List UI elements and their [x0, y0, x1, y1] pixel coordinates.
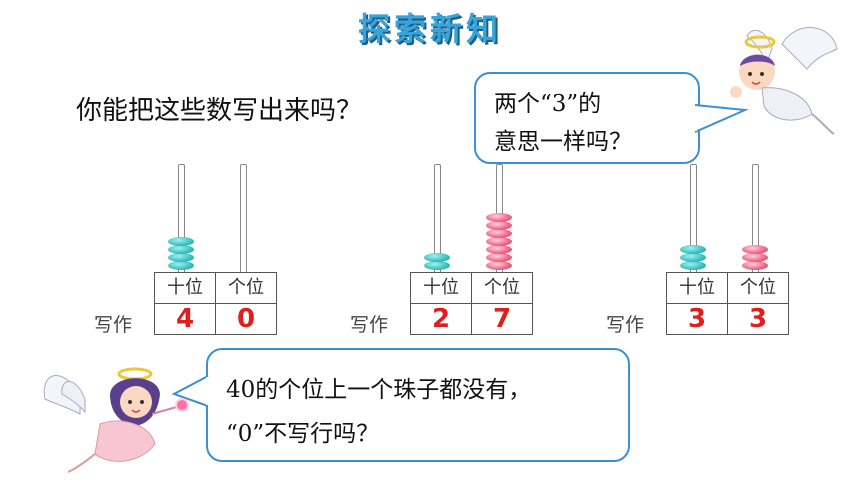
ones-header: 个位: [727, 272, 789, 304]
bubble-top-line-1: 两个“3”的: [494, 91, 602, 117]
bubble-top-line-2: 意思一样吗？: [494, 129, 632, 155]
ones-header: 个位: [215, 272, 277, 304]
abacus-bead: [424, 253, 450, 262]
abacus-bead: [168, 253, 194, 262]
ones-rod: [240, 164, 247, 274]
ones-digit: 7: [471, 303, 533, 335]
abacus-bead: [486, 221, 512, 230]
tens-digit: 2: [410, 303, 472, 335]
abacus-bead: [168, 245, 194, 254]
abacus-bead: [486, 229, 512, 238]
speech-bubble-top: 两个“3”的 意思一样吗？: [474, 72, 700, 164]
question-text: 你能把这些数写出来吗？: [76, 96, 363, 126]
ones-digit: 3: [727, 303, 789, 335]
abacus-2: 十位 个位 2 7: [410, 164, 540, 339]
abacus-1: 十位 个位 4 0: [154, 164, 284, 339]
abacus-bead: [680, 253, 706, 262]
ones-digit: 0: [215, 303, 277, 335]
write-label-1: 写作: [94, 314, 133, 336]
tens-digit: 4: [154, 303, 216, 335]
abacus-bead: [168, 261, 194, 270]
bubble-bottom-line-1: 40的个位上一个珠子都没有，: [226, 377, 532, 403]
tens-digit: 3: [666, 303, 728, 335]
tens-header: 十位: [154, 272, 216, 304]
abacus-bead: [486, 237, 512, 246]
angel-girl-illustration: [43, 367, 189, 473]
abacus-bead: [680, 261, 706, 270]
abacus-bead: [486, 253, 512, 262]
abacus-3: 十位 个位 3 3: [666, 164, 796, 339]
abacus-bead: [486, 245, 512, 254]
abacus-bead: [486, 213, 512, 222]
write-label-2: 写作: [350, 314, 389, 336]
bubble-bottom-line-2: “0”不写行吗？: [226, 421, 380, 447]
abacus-bead: [424, 261, 450, 270]
tens-header: 十位: [410, 272, 472, 304]
speech-bubble-bottom: 40的个位上一个珠子都没有， “0”不写行吗？: [206, 348, 630, 462]
angel-boy-illustration: [730, 27, 838, 135]
abacus-bead: [742, 245, 768, 254]
page-title: 探索新知: [357, 10, 502, 48]
ones-header: 个位: [471, 272, 533, 304]
abacus-bead: [742, 253, 768, 262]
abacus-bead: [168, 237, 194, 246]
speech-bubble-top-tail: [690, 104, 749, 133]
abacus-bead: [680, 245, 706, 254]
write-label-3: 写作: [606, 314, 645, 336]
abacus-bead: [742, 261, 768, 270]
abacus-bead: [486, 261, 512, 270]
tens-header: 十位: [666, 272, 728, 304]
speech-bubble-bottom-tail: [171, 375, 214, 407]
